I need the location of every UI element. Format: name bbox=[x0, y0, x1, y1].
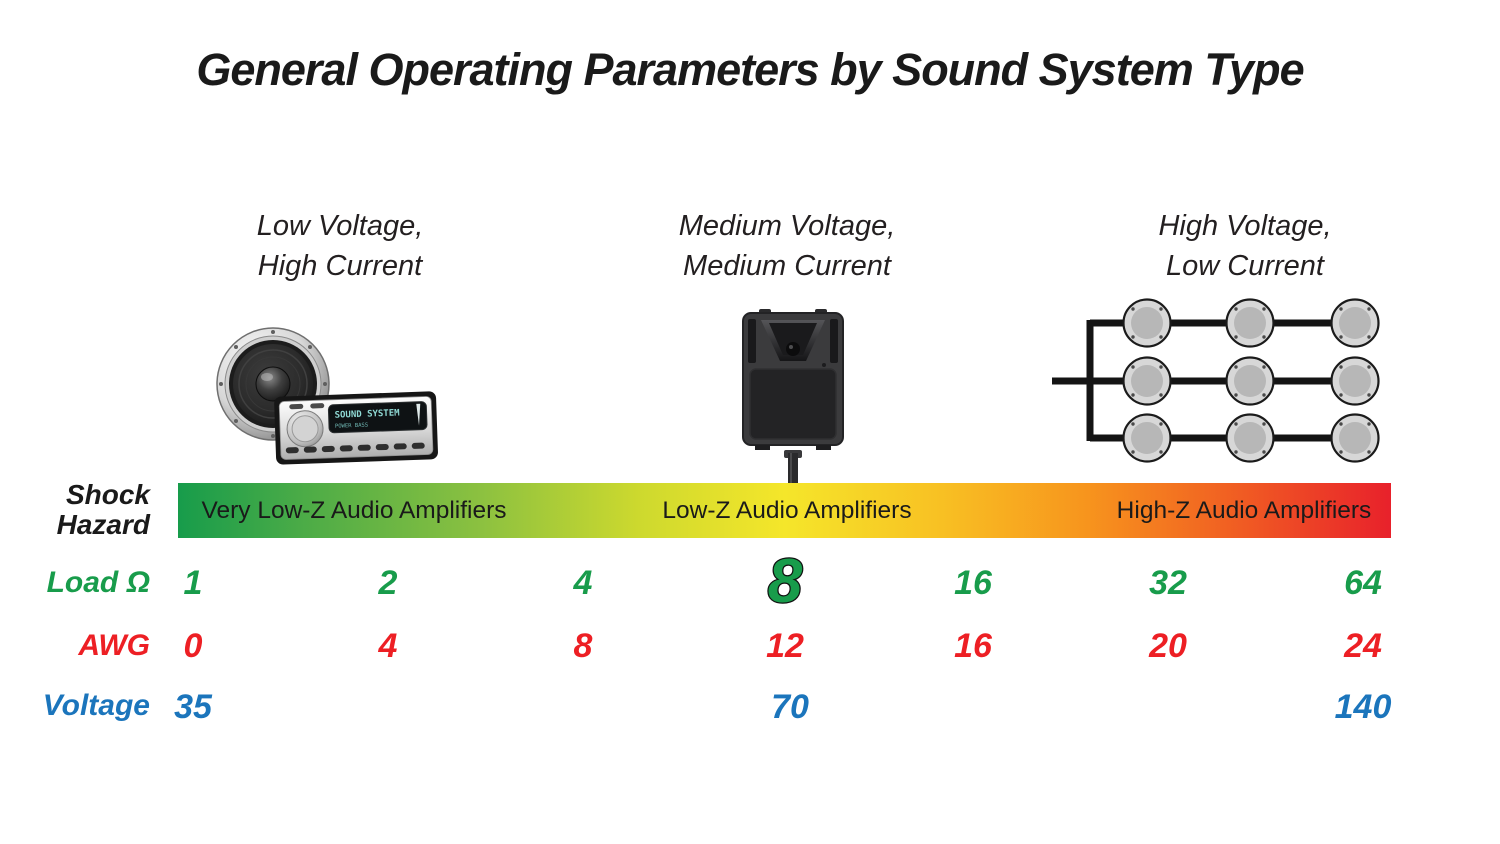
shock-hazard-label: Shock Hazard bbox=[0, 480, 150, 540]
awg-value: 12 bbox=[766, 627, 804, 665]
awg-row-label: AWG bbox=[78, 629, 150, 662]
car-stereo-head-unit-icon: SOUND SYSTEM POWER BASS bbox=[274, 391, 438, 465]
car-audio-system-icon: SOUND SYSTEM POWER BASS bbox=[216, 327, 438, 465]
column-header-line2: High Current bbox=[257, 250, 423, 282]
load-impedance-row: Load Ω 1 2 4 8 16 32 64 bbox=[0, 546, 1500, 620]
shock-hazard-line2: Hazard bbox=[56, 509, 150, 540]
pa-speaker-icon bbox=[742, 309, 844, 484]
voltage-value: 35 bbox=[174, 688, 212, 726]
zone-low-z: Low-Z Audio Amplifiers bbox=[662, 497, 912, 524]
awg-row: AWG 0 4 8 12 16 20 24 bbox=[0, 624, 1500, 684]
voltage-row: Voltage 35 70 140 bbox=[0, 685, 1500, 745]
column-header-line1: Medium Voltage, bbox=[678, 210, 896, 242]
shock-hazard-line1: Shock bbox=[65, 479, 150, 510]
voltage-value: 70 bbox=[771, 688, 809, 726]
awg-value: 0 bbox=[183, 627, 203, 665]
load-value: 64 bbox=[1344, 564, 1382, 602]
stereo-buttons bbox=[285, 442, 425, 454]
awg-value: 8 bbox=[573, 627, 593, 665]
awg-value: 20 bbox=[1149, 627, 1187, 665]
stereo-display bbox=[327, 401, 428, 434]
voltage-value: 140 bbox=[1334, 688, 1392, 726]
zone-high-z: High-Z Audio Amplifiers bbox=[1116, 497, 1372, 524]
column-header-high-voltage: High Voltage, Low Current bbox=[1065, 206, 1425, 286]
load-value: 32 bbox=[1149, 564, 1187, 602]
load-value: 16 bbox=[954, 564, 992, 602]
column-header-line2: Low Current bbox=[1166, 250, 1324, 282]
speaker-grille bbox=[749, 368, 837, 440]
column-header-medium-voltage: Medium Voltage, Medium Current bbox=[607, 206, 967, 286]
load-value-highlighted: 8 bbox=[766, 546, 803, 618]
page-title: General Operating Parameters by Sound Sy… bbox=[196, 44, 1304, 95]
voltage-row-label: Voltage bbox=[42, 689, 150, 722]
ceiling-speaker-grid-icon bbox=[1052, 298, 1380, 463]
awg-value: 24 bbox=[1344, 627, 1382, 665]
column-header-line2: Medium Current bbox=[683, 250, 891, 282]
speaker-stand-pole bbox=[788, 453, 798, 484]
load-row-label: Load Ω bbox=[46, 566, 150, 599]
speaker-wiring bbox=[1052, 319, 1357, 442]
load-value: 2 bbox=[378, 564, 398, 602]
awg-value: 16 bbox=[954, 627, 992, 665]
load-value: 4 bbox=[573, 564, 593, 602]
stereo-display-line2: POWER BASS bbox=[335, 423, 368, 430]
column-header-line1: Low Voltage, bbox=[256, 210, 424, 242]
column-header-low-voltage: Low Voltage, High Current bbox=[160, 206, 520, 286]
stereo-display-line1: SOUND SYSTEM bbox=[334, 408, 400, 420]
load-value: 1 bbox=[183, 564, 203, 602]
zone-very-low-z: Very Low-Z Audio Amplifiers bbox=[201, 497, 507, 524]
awg-value: 4 bbox=[378, 627, 398, 665]
shock-hazard-gradient-bar: Very Low-Z Audio Amplifiers Low-Z Audio … bbox=[178, 483, 1391, 538]
column-header-line1: High Voltage, bbox=[1158, 210, 1332, 242]
